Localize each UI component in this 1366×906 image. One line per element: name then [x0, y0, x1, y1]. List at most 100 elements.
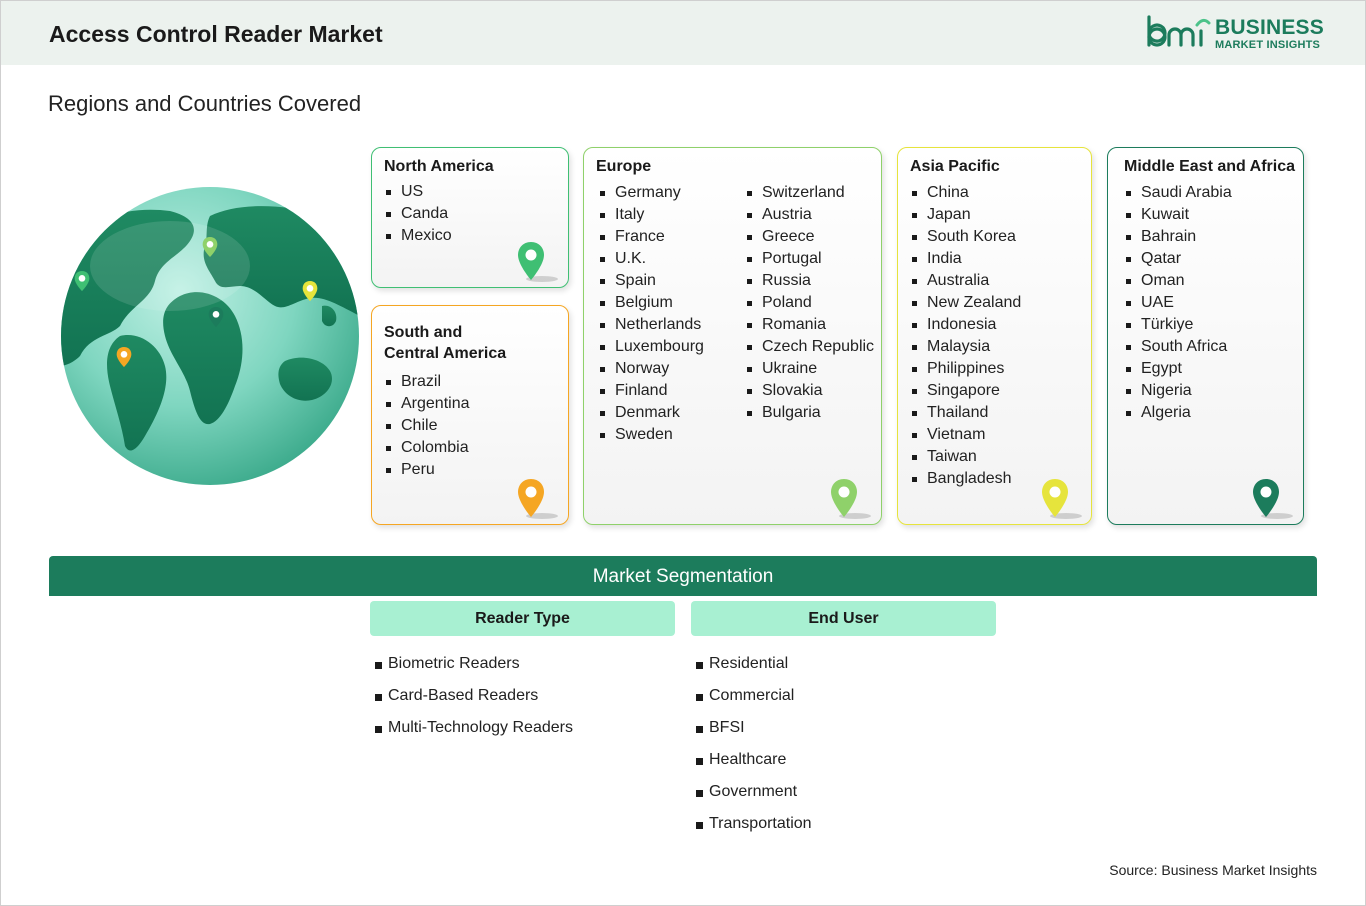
list-item: Finland: [598, 380, 704, 402]
list-item: Kuwait: [1124, 204, 1232, 226]
list-item: Ukraine: [745, 358, 874, 380]
list-item: South Africa: [1124, 336, 1232, 358]
list-item: Poland: [745, 292, 874, 314]
source-note: Source: Business Market Insights: [1109, 862, 1317, 878]
list-item: Thailand: [910, 402, 1021, 424]
list-item: Taiwan: [910, 446, 1021, 468]
list-item: Malaysia: [910, 336, 1021, 358]
list-item: Slovakia: [745, 380, 874, 402]
list-item: Residential: [695, 648, 812, 680]
location-pin-icon: [518, 242, 558, 282]
brand-logo: BUSINESS MARKET INSIGHTS: [1145, 15, 1325, 55]
list-item: South Korea: [910, 226, 1021, 248]
region-title: Europe: [596, 158, 652, 175]
list-item: Sweden: [598, 424, 704, 446]
list-item: Belgium: [598, 292, 704, 314]
list-item: Multi-Technology Readers: [374, 712, 573, 744]
section-subtitle: Regions and Countries Covered: [48, 91, 362, 116]
list-item: Russia: [745, 270, 874, 292]
reader-type-list: Biometric Readers Card-Based Readers Mul…: [374, 648, 573, 744]
region-title-line1: South and: [384, 324, 463, 341]
region-title: North America: [384, 158, 494, 175]
region-card-europe: Europe Germany Italy France U.K. Spain B…: [583, 147, 882, 525]
list-item: US: [384, 181, 452, 203]
list-item: Algeria: [1124, 402, 1232, 424]
list-item: Germany: [598, 182, 704, 204]
list-item: Greece: [745, 226, 874, 248]
location-pin-icon: [1253, 479, 1293, 519]
list-item: China: [910, 182, 1021, 204]
list-item: Spain: [598, 270, 704, 292]
list-item: Australia: [910, 270, 1021, 292]
list-item: Chile: [384, 415, 470, 437]
list-item: Saudi Arabia: [1124, 182, 1232, 204]
list-item: Oman: [1124, 270, 1232, 292]
end-user-list: Residential Commercial BFSI Healthcare G…: [695, 648, 812, 840]
list-item: Peru: [384, 459, 470, 481]
list-item: Bangladesh: [910, 468, 1021, 490]
location-pin-icon: [116, 347, 132, 367]
region-title-line2: Central America: [384, 345, 507, 362]
list-item: Healthcare: [695, 744, 812, 776]
list-item: Brazil: [384, 371, 470, 393]
list-item: Romania: [745, 314, 874, 336]
location-pin-icon: [302, 281, 318, 301]
list-item: Denmark: [598, 402, 704, 424]
country-list-col1: Germany Italy France U.K. Spain Belgium …: [598, 182, 704, 446]
country-list-col2: Switzerland Austria Greece Portugal Russ…: [745, 182, 874, 424]
list-item: Vietnam: [910, 424, 1021, 446]
list-item: Türkiye: [1124, 314, 1232, 336]
region-title: Asia Pacific: [910, 158, 1000, 175]
location-pin-icon: [208, 307, 224, 327]
list-item: Government: [695, 776, 812, 808]
location-pin-icon: [202, 237, 218, 257]
country-list: China Japan South Korea India Australia …: [910, 182, 1021, 490]
segment-header-reader-type: Reader Type: [370, 601, 675, 636]
list-item: Czech Republic: [745, 336, 874, 358]
list-item: Commercial: [695, 680, 812, 712]
list-item: Nigeria: [1124, 380, 1232, 402]
country-list: US Canda Mexico: [384, 181, 452, 247]
list-item: Netherlands: [598, 314, 704, 336]
header-bar: Access Control Reader Market BUSINESS MA…: [1, 1, 1365, 65]
list-item: Transportation: [695, 808, 812, 840]
list-item: Colombia: [384, 437, 470, 459]
location-pin-icon: [518, 479, 558, 519]
list-item: Indonesia: [910, 314, 1021, 336]
globe-illustration: [60, 186, 360, 486]
list-item: India: [910, 248, 1021, 270]
list-item: Egypt: [1124, 358, 1232, 380]
region-title: Middle East and Africa: [1124, 158, 1295, 175]
list-item: Italy: [598, 204, 704, 226]
list-item: Bulgaria: [745, 402, 874, 424]
list-item: Norway: [598, 358, 704, 380]
list-item: France: [598, 226, 704, 248]
list-item: Bahrain: [1124, 226, 1232, 248]
list-item: Singapore: [910, 380, 1021, 402]
market-segmentation-banner: Market Segmentation: [49, 556, 1317, 596]
list-item: Mexico: [384, 225, 452, 247]
location-pin-icon: [74, 271, 90, 291]
location-pin-icon: [1042, 479, 1082, 519]
list-item: Card-Based Readers: [374, 680, 573, 712]
country-list: Brazil Argentina Chile Colombia Peru: [384, 371, 470, 481]
region-card-middle-east-africa: Middle East and Africa Saudi Arabia Kuwa…: [1107, 147, 1304, 525]
page-title: Access Control Reader Market: [49, 21, 383, 47]
list-item: Philippines: [910, 358, 1021, 380]
country-list: Saudi Arabia Kuwait Bahrain Qatar Oman U…: [1124, 182, 1232, 424]
list-item: Argentina: [384, 393, 470, 415]
list-item: UAE: [1124, 292, 1232, 314]
list-item: New Zealand: [910, 292, 1021, 314]
list-item: Qatar: [1124, 248, 1232, 270]
region-card-north-america: North America US Canda Mexico: [371, 147, 569, 288]
location-pin-icon: [831, 479, 871, 519]
logo-text-business: BUSINESS: [1215, 16, 1324, 39]
bmi-logo-icon: [1147, 15, 1211, 47]
globe-icon: [61, 187, 359, 485]
list-item: Switzerland: [745, 182, 874, 204]
list-item: Austria: [745, 204, 874, 226]
logo-text-market-insights: MARKET INSIGHTS: [1215, 39, 1321, 51]
list-item: Biometric Readers: [374, 648, 573, 680]
